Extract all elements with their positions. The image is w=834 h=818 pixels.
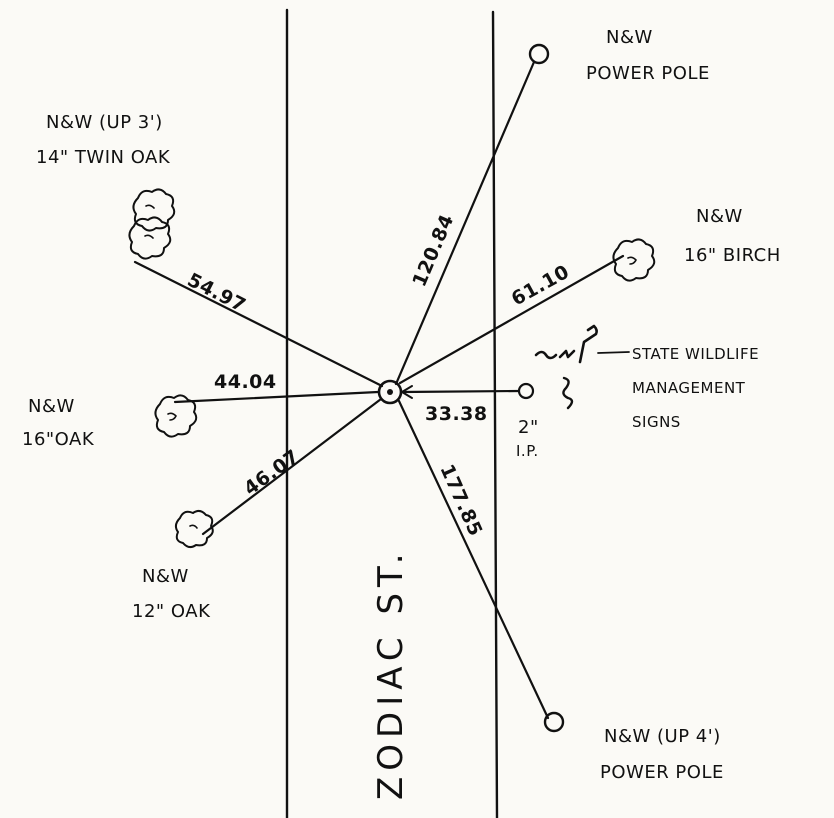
oak-12-label-line1: N&W — [142, 566, 189, 587]
tie-line-oak-12 — [201, 397, 383, 536]
street-name: ZODIAC ST. — [371, 547, 411, 800]
power-pole-south-icon — [543, 711, 565, 733]
twin-oak-label-line2: 14" TWIN OAK — [36, 147, 171, 168]
oak-16-label-line2: 16"OAK — [22, 429, 95, 450]
tie-line-power-pole-south — [397, 399, 550, 720]
distance-iron-pipe: 33.38 — [425, 403, 488, 425]
twin-oak-icon — [128, 188, 176, 260]
tie-line-power-pole-north — [394, 60, 536, 386]
tie-line-birch — [398, 254, 625, 385]
road-edge-east — [491, 10, 499, 818]
tie-line-iron-pipe — [400, 389, 521, 394]
sign-leader-line — [597, 351, 630, 354]
power-pole-north-label-line1: N&W — [606, 27, 653, 48]
iron-pipe-label-line2: I.P. — [516, 442, 539, 460]
oak-16-icon — [154, 394, 198, 438]
tie-line-oak-16 — [173, 390, 380, 404]
birch-icon — [612, 238, 656, 282]
oak-12-icon — [174, 509, 214, 549]
center-monument-icon — [377, 379, 403, 405]
birch-label-line2: 16" BIRCH — [684, 245, 781, 266]
twin-oak-label-line1: N&W (UP 3') — [46, 112, 163, 133]
iron-pipe-icon — [517, 382, 535, 400]
signs-label-line2: MANAGEMENT — [632, 379, 746, 397]
distance-twin-oak: 54.97 — [184, 269, 250, 317]
tie-line-twin-oak — [133, 260, 384, 388]
distance-power-pole-south: 177.85 — [435, 461, 486, 540]
center-monument-dot — [387, 389, 393, 395]
oak-12-label-line2: 12" OAK — [132, 601, 211, 622]
birch-label-line1: N&W — [696, 206, 743, 227]
power-pole-south-label-line2: POWER POLE — [600, 762, 724, 783]
distance-oak-12: 46.07 — [240, 445, 304, 500]
iron-pipe-label-line1: 2" — [518, 417, 539, 438]
oak-16-label-line1: N&W — [28, 396, 75, 417]
power-pole-south-label-line1: N&W (UP 4') — [604, 726, 721, 747]
signs-label-line3: SIGNS — [632, 413, 681, 431]
power-pole-north-label-line2: POWER POLE — [586, 63, 710, 84]
signs-label-line1: STATE WILDLIFE — [632, 345, 759, 363]
distance-oak-16: 44.04 — [214, 371, 277, 393]
wildlife-signs-icon — [534, 324, 598, 410]
power-pole-north-icon — [528, 43, 550, 65]
distance-power-pole-north: 120.84 — [408, 211, 458, 290]
